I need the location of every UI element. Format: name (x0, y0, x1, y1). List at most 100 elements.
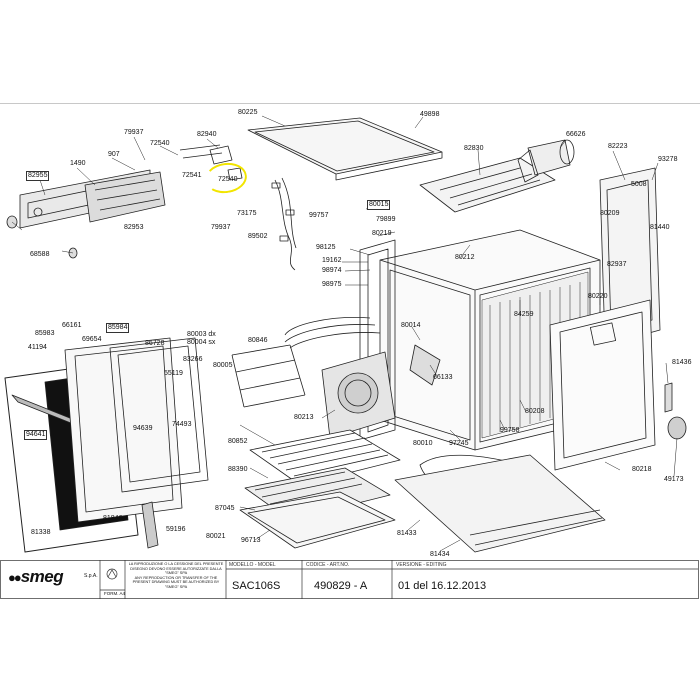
part-label-59196: 59196 (166, 526, 186, 533)
part-label-72541: 72541 (182, 172, 202, 179)
fan-blade (409, 344, 441, 386)
part-label-19162: 19162 (322, 257, 342, 264)
part-label-80005: 80005 (213, 362, 233, 369)
door-inner-glass (64, 337, 183, 523)
base-plate (394, 454, 606, 553)
part-label-79899: 79899 (376, 216, 396, 223)
part-label-80014: 80014 (401, 322, 421, 329)
part-label-99757: 99757 (309, 212, 329, 219)
part-label-68588: 68588 (30, 251, 50, 258)
version-value: 01 del 16.12.2013 (398, 580, 487, 592)
part-label-907: 907 (108, 151, 120, 158)
part-label-85984: 85984 (106, 323, 130, 333)
part-label-85983: 85983 (35, 330, 55, 337)
part-label-82830: 82830 (464, 145, 484, 152)
part-label-80021: 80021 (206, 533, 226, 540)
drawing-title-block (0, 560, 700, 600)
part-label-55119: 55119 (164, 370, 183, 377)
door-inner-frame (109, 337, 209, 493)
part-label-66161: 66161 (62, 322, 82, 329)
part-label-89502: 89502 (248, 233, 268, 240)
model-value: SAC106S (232, 580, 281, 592)
convection-fan-cover (321, 351, 396, 439)
door-frame-rear (549, 299, 656, 471)
part-label-97245: 97245 (449, 440, 469, 447)
part-label-73175: 73175 (237, 210, 257, 217)
part-label-66133: 66133 (433, 374, 453, 381)
control-panel-back (84, 171, 166, 223)
part-label-72540-top: 72540 (150, 140, 170, 147)
part-label-80208: 80208 (525, 408, 545, 415)
code-value: 490829 - A (314, 580, 368, 592)
part-label-80846: 80846 (248, 337, 268, 344)
part-label-80004: 80004 sx (187, 339, 216, 346)
part-label-41194: 41194 (28, 344, 47, 351)
part-label-88390: 88390 (228, 466, 248, 473)
part-label-80225: 80225 (238, 109, 258, 116)
wire-shelf (249, 429, 401, 486)
part-label-49173: 49173 (664, 476, 684, 483)
page-top-rule (0, 103, 700, 104)
part-label-98125: 98125 (316, 244, 336, 251)
part-label-81433: 81433 (397, 530, 417, 537)
part-label-82937: 82937 (607, 261, 627, 268)
part-label-80209: 80209 (600, 210, 620, 217)
door-hinge (141, 501, 159, 549)
part-label-84259: 84259 (514, 311, 534, 318)
copyright-note: LA RIPRODUZIONE O LA CESSIONE DEL PRESEN… (128, 562, 224, 589)
part-label-80212: 80212 (455, 254, 475, 261)
part-label-74493: 74493 (172, 421, 192, 428)
terminal-connector (179, 144, 243, 181)
part-label-87045: 87045 (215, 505, 235, 512)
part-label-98974: 98974 (322, 267, 342, 274)
part-label-49898: 49898 (420, 111, 440, 118)
part-label-80219: 80219 (372, 230, 392, 237)
part-label-81846: 81846 (103, 515, 123, 522)
back-panel (599, 167, 661, 346)
logo-suffix: S.p.A. (84, 573, 98, 579)
version-header: VERSIONE - EDITING (396, 562, 447, 568)
part-label-82953: 82953 (124, 224, 144, 231)
part-label-80213: 80213 (294, 414, 314, 421)
part-label-82223: 82223 (608, 143, 628, 150)
part-label-98975: 98975 (322, 281, 342, 288)
part-label-72540-highlighted: 72540 (218, 176, 238, 183)
part-label-80852: 80852 (228, 438, 248, 445)
wiring-harness (271, 177, 297, 271)
circular-heater-terminal (664, 382, 687, 440)
part-label-79937-bottom: 79937 (211, 224, 231, 231)
model-header: MODELLO - MODEL (229, 562, 276, 568)
part-label-1490: 1490 (70, 160, 86, 167)
part-label-94639: 94639 (133, 425, 153, 432)
part-label-80218: 80218 (632, 466, 652, 473)
part-label-69654: 69654 (82, 336, 102, 343)
part-label-82955: 82955 (26, 171, 50, 181)
grill-heating-element (284, 317, 381, 349)
part-label-94641: 94641 (24, 430, 48, 440)
top-lid-panel (247, 117, 443, 181)
part-label-81436: 81436 (672, 359, 692, 366)
part-label-80220: 80220 (588, 293, 608, 300)
part-label-81440: 81440 (650, 224, 670, 231)
part-label-82940: 82940 (197, 131, 217, 138)
part-label-93278: 93278 (658, 156, 678, 163)
smeg-logo: ●●smeg (8, 567, 64, 586)
part-label-99758: 99758 (500, 427, 520, 434)
part-label-81338: 81338 (31, 529, 51, 536)
format-label: FORM. A4 (104, 591, 126, 596)
side-shelf-racks (231, 344, 306, 408)
baking-tray (239, 491, 396, 549)
part-label-96713: 96713 (241, 537, 261, 544)
part-label-80015: 80015 (367, 200, 391, 210)
title-block-grid (0, 560, 699, 599)
part-label-80010: 80010 (413, 440, 433, 447)
part-label-80003: 80003 dx (187, 331, 216, 338)
cooling-fan-motor (517, 139, 575, 183)
leader-lines (11, 115, 678, 552)
part-label-66626: 66626 (566, 131, 586, 138)
part-label-81434: 81434 (430, 551, 450, 558)
part-label-86728: 86728 (145, 340, 165, 347)
code-header: CODICE - ART.NO. (306, 562, 350, 568)
